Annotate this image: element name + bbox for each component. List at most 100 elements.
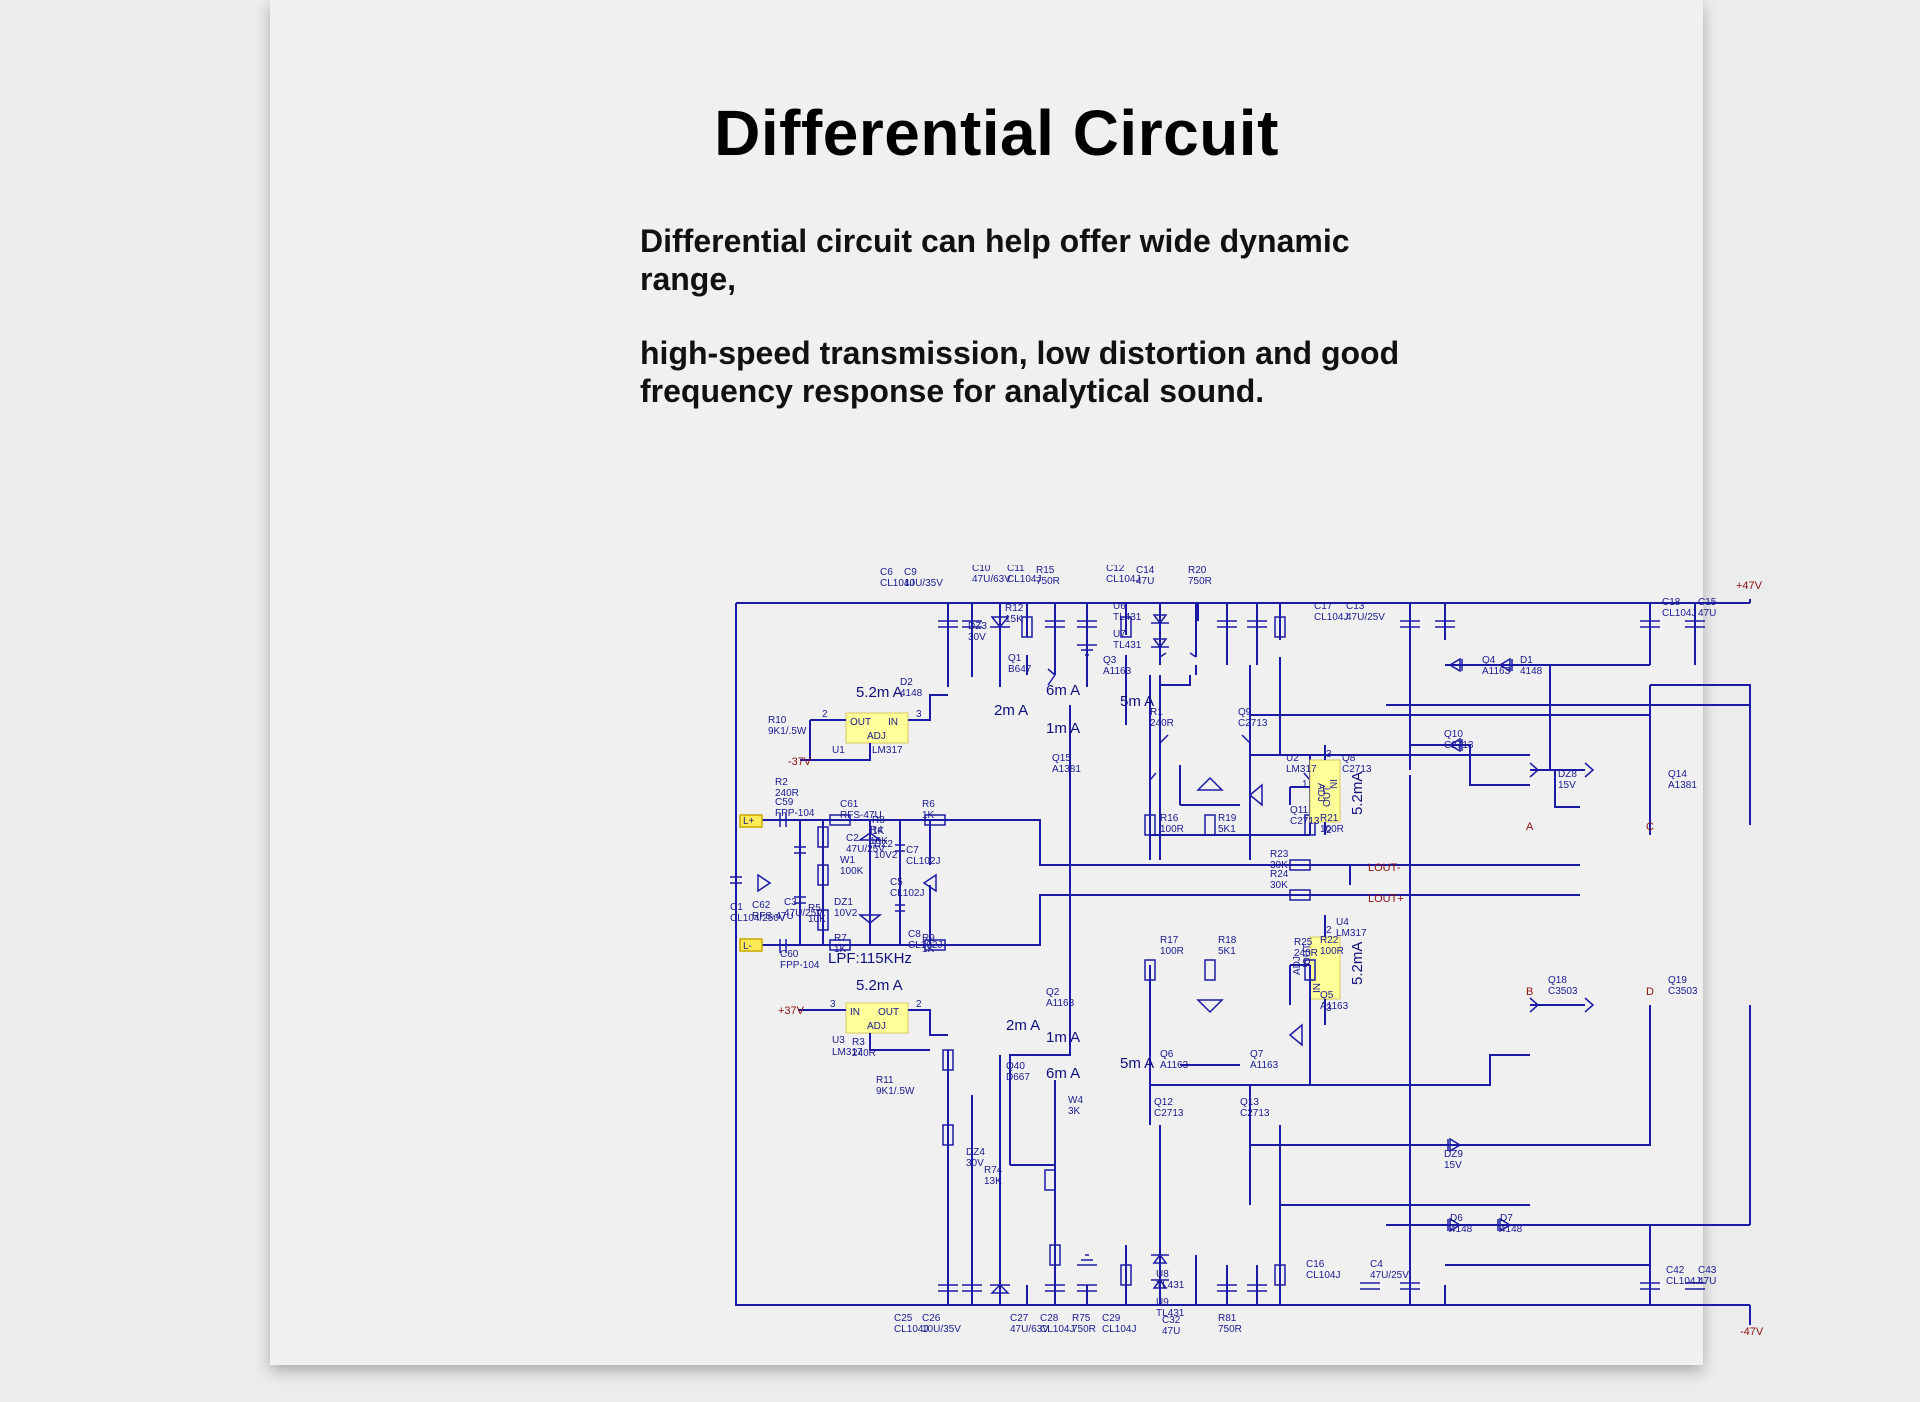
component-ref: U6 [1113, 601, 1126, 612]
input-components [730, 783, 1311, 953]
u1-pin-adj: ADJ [867, 731, 886, 742]
component-ref: R3 [852, 1037, 865, 1048]
component-ref: R21 [1320, 813, 1339, 824]
component-ref: C26 [922, 1313, 941, 1324]
component-ref: D2 [900, 677, 913, 688]
component-ref: R1 [1150, 707, 1163, 718]
node-c-label: C [1646, 821, 1654, 833]
component-value: TL431 [1156, 1280, 1185, 1291]
u2-ref: U2 [1286, 753, 1299, 764]
component-ref: DZ4 [966, 1147, 985, 1158]
component-value: FPP-104 [780, 960, 820, 971]
component-value: 100R [1320, 946, 1344, 957]
component-ref: C9 [904, 567, 917, 578]
component-value: 10K [808, 914, 826, 925]
u2-pin-adj: ADJ [1315, 783, 1326, 802]
regulator-u3 [845, 1002, 909, 1034]
component-ref: DZ3 [968, 621, 987, 632]
component-value: 5K1 [1218, 946, 1236, 957]
component-value: TL431 [1113, 612, 1142, 623]
current-q40: 2m A [1006, 1017, 1040, 1034]
component-ref: C10 [972, 565, 991, 574]
component-ref: Q3 [1103, 655, 1117, 666]
component-ref: Q13 [1240, 1097, 1259, 1108]
u2-pin-in: IN [1327, 779, 1338, 789]
u3-part: LM317 [832, 1047, 863, 1058]
component-ref: Q5 [1320, 990, 1334, 1001]
current-top-5m: 5m A [1120, 693, 1154, 710]
component-value: 1K [872, 826, 885, 837]
component-value: C2713 [1240, 1108, 1270, 1119]
component-value: CL104J [1102, 1324, 1136, 1335]
bottom-components [938, 959, 1705, 1294]
component-value: A1381 [1052, 764, 1081, 775]
component-ref: C11 [1007, 565, 1025, 574]
component-value: CL104J [880, 578, 914, 589]
component-value: 15V [1444, 1160, 1462, 1171]
component-ref: R12 [1005, 603, 1024, 614]
u1-part: LM317 [872, 745, 903, 756]
component-value: 47U/25V [784, 908, 823, 919]
component-ref: R25 [1294, 937, 1313, 948]
regulator-blocks [845, 712, 1341, 1034]
component-value: CL104J [1666, 1276, 1700, 1287]
component-ref: R7 [834, 933, 847, 944]
component-value: C2713 [1342, 764, 1372, 775]
component-value: 13K [984, 1176, 1002, 1187]
component-value: A1163 [1160, 1060, 1189, 1071]
rail-reg-pos-label: +37V [778, 1005, 805, 1017]
component-ref: DZ2 [874, 839, 893, 850]
description-paragraph-1: Differential circuit can help offer wide… [640, 223, 1350, 297]
component-ref: R2 [775, 777, 788, 788]
component-value: 240R [852, 1048, 876, 1059]
differential-circuit-schematic: +47V -47V [730, 565, 1764, 1338]
component-ref: C14 [1136, 565, 1155, 576]
component-ref: D1 [1520, 655, 1533, 666]
component-value: 47U/63V [972, 574, 1011, 585]
component-value: 750R [1072, 1324, 1096, 1335]
component-value: CL104J [1040, 1324, 1074, 1335]
component-value: 9K1/.5W [876, 1086, 915, 1097]
component-value: 30V [966, 1158, 984, 1169]
current-bot-5m: 5m A [1120, 1055, 1154, 1072]
component-ref: R15 [1036, 565, 1055, 576]
page-title: Differential Circuit [714, 97, 1279, 169]
component-value: 10U/35V [922, 1324, 961, 1335]
port-out-pos: LOUT+ [1368, 893, 1404, 905]
u3-pin-in: IN [850, 1007, 860, 1018]
component-ref: Q8 [1342, 753, 1356, 764]
component-ref: C61 [840, 799, 859, 810]
input-wiring [735, 603, 1580, 1305]
component-ref: R6 [922, 799, 935, 810]
component-value: 9K1/.5W [768, 726, 807, 737]
component-ref: Q11 [1290, 805, 1309, 816]
component-ref: C42 [1666, 1265, 1685, 1276]
component-ref: R23 [1270, 849, 1289, 860]
component-value: TL431 [1156, 1308, 1185, 1319]
component-ref: D6 [1450, 1213, 1463, 1224]
component-value: D667 [1006, 1072, 1030, 1083]
current-top-6m: 6m A [1046, 682, 1080, 699]
regulator-u2 [1309, 759, 1341, 823]
component-ref: Q40 [1006, 1061, 1025, 1072]
component-ref: R20 [1188, 565, 1207, 576]
component-value: 10V2 [834, 908, 858, 919]
filter-label: LPF:115KHz [828, 950, 912, 967]
rail-negative-label: -47V [1740, 1326, 1764, 1338]
component-value: FPP-104 [775, 808, 815, 819]
component-ref: C60 [780, 949, 799, 960]
component-ref: D7 [1500, 1213, 1513, 1224]
component-value: C2713 [1290, 816, 1320, 827]
component-ref: R22 [1320, 935, 1339, 946]
current-u3: 5.2m A [856, 977, 903, 994]
u3-pin-num-2: 2 [916, 999, 922, 1010]
component-ref: W1 [840, 855, 855, 866]
component-value: 10U/35V [904, 578, 943, 589]
component-value: 10K [870, 836, 888, 847]
description-paragraph-2: high-speed transmission, low distortion … [640, 335, 1400, 409]
component-value: C2713 [1444, 740, 1474, 751]
component-value: 4148 [1450, 1224, 1473, 1235]
component-ref: C7 [906, 845, 919, 856]
u3-pin-adj: ADJ [867, 1021, 886, 1032]
component-value: 15V [1558, 780, 1576, 791]
